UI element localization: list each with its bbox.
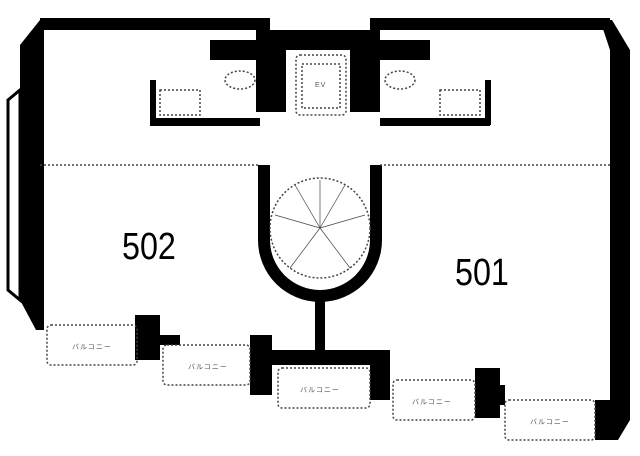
spiral-stair	[269, 177, 371, 279]
core-block	[270, 30, 370, 50]
corridor-wall	[315, 290, 325, 350]
toilet-right	[384, 70, 416, 90]
toilet-left	[224, 70, 256, 90]
wall-top-left	[40, 18, 270, 30]
wall-left	[20, 20, 44, 330]
balcony-4	[392, 379, 476, 421]
room-number-501: 501	[455, 252, 509, 294]
wall-top-right	[370, 18, 610, 30]
balcony-3	[277, 367, 371, 409]
elevator-label: EV	[315, 82, 327, 89]
balcony-label: バルコニー	[530, 419, 570, 426]
balcony-label: バルコニー	[188, 364, 228, 371]
room-number-502: 502	[122, 226, 176, 268]
balcony-5	[504, 399, 596, 441]
elevator	[295, 54, 347, 116]
balcony-label: バルコニー	[300, 387, 340, 394]
balcony-2	[162, 344, 251, 386]
balcony-1	[46, 324, 138, 366]
balcony-label: バルコニー	[72, 344, 112, 351]
balcony-label: バルコニー	[412, 399, 452, 406]
wall-left-inner	[6, 86, 22, 304]
wall-right	[600, 20, 630, 440]
